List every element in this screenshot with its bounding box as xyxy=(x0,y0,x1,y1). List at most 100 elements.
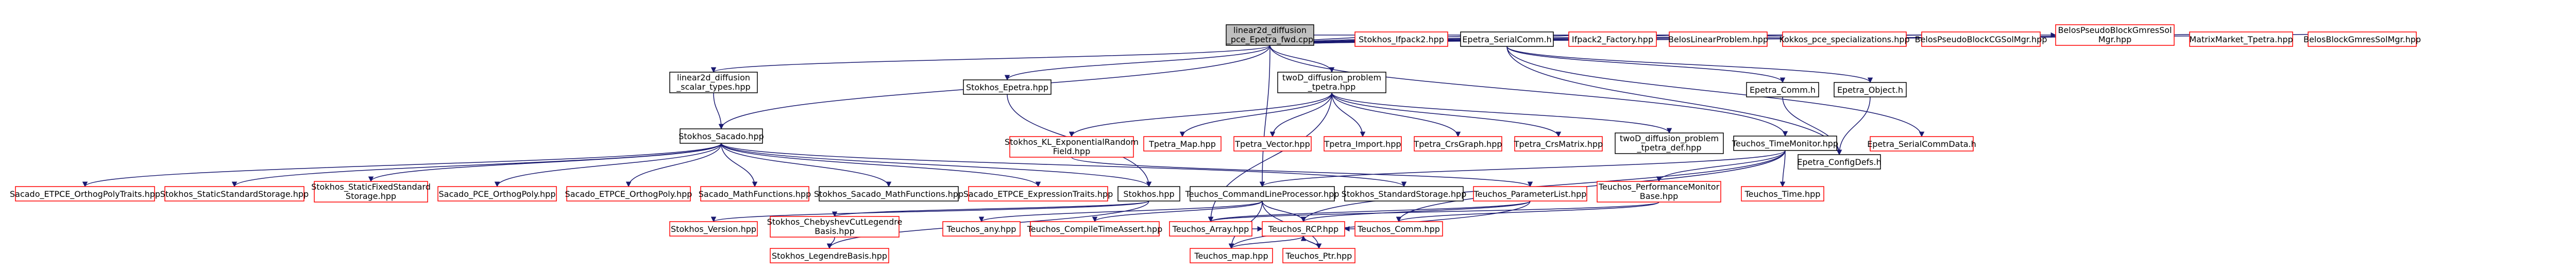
node-teuchos-array[interactable]: Teuchos_Array.hpp xyxy=(1169,221,1252,237)
node-belos-pcg[interactable]: BelosPseudoBlockCGSolMgr.hpp xyxy=(1915,31,2047,47)
edge-layer xyxy=(82,31,2364,249)
node-box xyxy=(2055,24,2175,46)
node-box xyxy=(2308,31,2417,47)
node-label: Stokhos_StaticFixedStandard xyxy=(311,182,431,192)
node-label: _scalar_types.hpp xyxy=(676,82,750,92)
node-scalar-types[interactable]: linear2d_diffusion_scalar_types.hpp xyxy=(669,72,758,93)
node-tpetra-crsmatrix[interactable]: Tpetra_CrsMatrix.hpp xyxy=(1514,136,1603,152)
node-stokhos-sacado-mathfunctions[interactable]: Stokhos_Sacado_MathFunctions.hpp xyxy=(814,186,963,202)
node-teuchos-ptr[interactable]: Teuchos_Ptr.hpp xyxy=(1282,248,1355,263)
node-label: Teuchos_CommandLineProcessor.hpp xyxy=(1185,189,1340,199)
node-sacado-mathfunctions[interactable]: Sacado_MathFunctions.hpp xyxy=(699,186,811,202)
node-stokhos-ifpack2[interactable]: Stokhos_Ifpack2.hpp xyxy=(1354,31,1448,47)
node-belos-blockgmres[interactable]: BelosBlockGmresSolMgr.hpp xyxy=(2303,31,2421,47)
node-box xyxy=(1834,82,1907,97)
node-label: linear2d_diffusion xyxy=(1233,25,1307,36)
node-label: Teuchos_PerformanceMonitor xyxy=(1598,182,1720,192)
edge-epetra-serialcomm-to-epetra-serialcommdata xyxy=(1506,46,1925,138)
node-label: BelosPseudoBlockCGSolMgr.hpp xyxy=(1915,35,2047,44)
edge-root-to-teuchos-timemonitor xyxy=(1269,45,1788,137)
node-stokhos-staticstandardstorage[interactable]: Stokhos_StaticStandardStorage.hpp xyxy=(160,186,309,202)
edge-stokhos-hpp-to-stokhos-version xyxy=(711,200,1149,223)
edge-epetra-serialcomm-to-epetra-comm xyxy=(1506,46,1786,83)
edge-epetra-serialcomm-to-epetra-object xyxy=(1506,46,1873,83)
node-label: Kokkos_pce_specializations.hpp xyxy=(1779,35,1909,45)
node-teuchos-compiletimeassert[interactable]: Teuchos_CompileTimeAssert.hpp xyxy=(1027,221,1163,237)
node-tpetra-vector[interactable]: Tpetra_Vector.hpp xyxy=(1233,136,1312,152)
node-label: twoD_diffusion_problem xyxy=(1620,133,1719,144)
node-ifpack2-factory[interactable]: Ifpack2_Factory.hpp xyxy=(1568,31,1657,47)
node-twod-problem-def[interactable]: twoD_diffusion_problem_tpetra_def.hpp xyxy=(1615,132,1724,154)
node-label: Teuchos_CompileTimeAssert.hpp xyxy=(1027,224,1163,234)
node-sacado-pce-orthogpoly[interactable]: Sacado_PCE_OrthogPoly.hpp xyxy=(437,186,557,202)
node-box xyxy=(1669,31,1768,47)
node-box xyxy=(1733,136,1837,151)
node-teuchos-time[interactable]: Teuchos_Time.hpp xyxy=(1741,186,1824,202)
node-sacado-etpce-expressiontraits[interactable]: Sacado_ETPCE_ExpressionTraits.hpp xyxy=(963,186,1113,202)
node-tpetra-import[interactable]: Tpetra_Import.hpp xyxy=(1324,136,1402,152)
node-label: Stokhos_ChebyshevCutLegendre xyxy=(767,217,903,227)
edge-teuchos-parameterlist-to-teuchos-array xyxy=(1208,200,1531,223)
node-stokhos-sacado[interactable]: Stokhos_Sacado.hpp xyxy=(679,128,764,144)
node-epetra-serialcomm[interactable]: Epetra_SerialComm.h xyxy=(1460,31,1554,47)
node-stokhos-version[interactable]: Stokhos_Version.hpp xyxy=(669,221,758,237)
node-box xyxy=(1262,221,1345,237)
node-box xyxy=(15,186,155,202)
node-label: _tpetra.hpp xyxy=(1308,82,1355,92)
node-epetra-object[interactable]: Epetra_Object.h xyxy=(1834,82,1907,97)
node-teuchos-map[interactable]: Teuchos_map.hpp xyxy=(1190,248,1273,263)
node-stokhos-standardstorage[interactable]: Stokhos_StandardStorage.hpp xyxy=(1342,186,1467,202)
node-belos-linearproblem[interactable]: BelosLinearProblem.hpp xyxy=(1668,31,1768,47)
node-teuchos-comm[interactable]: Teuchos_Comm.hpp xyxy=(1354,221,1443,237)
node-box xyxy=(1798,154,1881,170)
node-tpetra-map[interactable]: Tpetra_Map.hpp xyxy=(1143,136,1222,152)
node-box xyxy=(770,216,900,238)
node-box xyxy=(1282,248,1355,263)
node-label: Sacado_PCE_OrthogPoly.hpp xyxy=(438,189,555,199)
node-label: Stokhos_Ifpack2.hpp xyxy=(1359,35,1444,45)
node-box xyxy=(1354,221,1443,237)
edge-teuchos-timemonitor-to-teuchos-performancemonitor xyxy=(1656,150,1786,182)
edge-root-to-teuchos-cmdlineprocessor xyxy=(1259,45,1270,188)
node-epetra-serialcommdata[interactable]: Epetra_SerialCommData.h xyxy=(1867,136,1976,152)
node-label: Teuchos_Ptr.hpp xyxy=(1285,251,1352,261)
node-epetra-comm[interactable]: Epetra_Comm.h xyxy=(1746,82,1819,97)
node-sacado-etpce-orthogpoly[interactable]: Sacado_ETPCE_OrthogPoly.hpp xyxy=(565,186,692,202)
node-matrixmarket[interactable]: MatrixMarket_Tpetra.hpp xyxy=(2189,31,2293,47)
node-label: Epetra_ConfigDefs.h xyxy=(1797,157,1881,167)
node-teuchos-any[interactable]: Teuchos_any.hpp xyxy=(942,221,1021,237)
node-stokhos-epetra[interactable]: Stokhos_Epetra.hpp xyxy=(963,79,1052,95)
node-label: Epetra_SerialComm.h xyxy=(1462,35,1551,45)
node-epetra-configdefs[interactable]: Epetra_ConfigDefs.h xyxy=(1797,154,1882,170)
node-teuchos-rcp[interactable]: Teuchos_RCP.hpp xyxy=(1262,221,1345,237)
node-box xyxy=(566,186,691,202)
node-tpetra-crsgraph[interactable]: Tpetra_CrsGraph.hpp xyxy=(1413,136,1502,152)
node-root[interactable]: linear2d_diffusion_pce_Epetra_fwd.cpp xyxy=(1226,24,1314,46)
edge-teuchos-timemonitor-to-teuchos-cmdlineprocessor xyxy=(1260,150,1786,188)
edge-root-to-twod-problem xyxy=(1269,45,1335,73)
edge-teuchos-ptr-to-teuchos-rcp xyxy=(1300,235,1319,249)
node-teuchos-cmdlineprocessor[interactable]: Teuchos_CommandLineProcessor.hpp xyxy=(1185,186,1340,202)
edge-stokhos-sacado-to-stokhos-staticstandardstorage xyxy=(231,143,722,188)
node-stokhos-hpp[interactable]: Stokhos.hpp xyxy=(1117,186,1180,202)
node-sacado-etpce-orthopolytraits[interactable]: Sacado_ETPCE_OrthogPolyTraits.hpp xyxy=(10,186,160,202)
node-label: Ifpack2_Factory.hpp xyxy=(1572,35,1653,45)
node-box xyxy=(968,186,1108,202)
node-twod-problem[interactable]: twoD_diffusion_problem_tpetra.hpp xyxy=(1277,72,1386,93)
node-teuchos-parameterlist[interactable]: Teuchos_ParameterList.hpp xyxy=(1473,186,1587,202)
node-label: Teuchos_any.hpp xyxy=(946,224,1016,234)
node-box xyxy=(680,128,763,144)
node-box xyxy=(1354,31,1448,47)
node-kokkos-pce-spec[interactable]: Kokkos_pce_specializations.hpp xyxy=(1779,31,1910,47)
node-box xyxy=(1277,72,1386,93)
node-teuchos-timemonitor[interactable]: Teuchos_TimeMonitor.hpp xyxy=(1732,136,1838,151)
node-label: Teuchos_map.hpp xyxy=(1194,251,1268,261)
node-stokhos-legendrebasis[interactable]: Stokhos_LegendreBasis.hpp xyxy=(770,248,889,263)
node-label: Epetra_SerialCommData.h xyxy=(1867,139,1976,149)
node-label: _tpetra_def.hpp xyxy=(1637,143,1702,153)
